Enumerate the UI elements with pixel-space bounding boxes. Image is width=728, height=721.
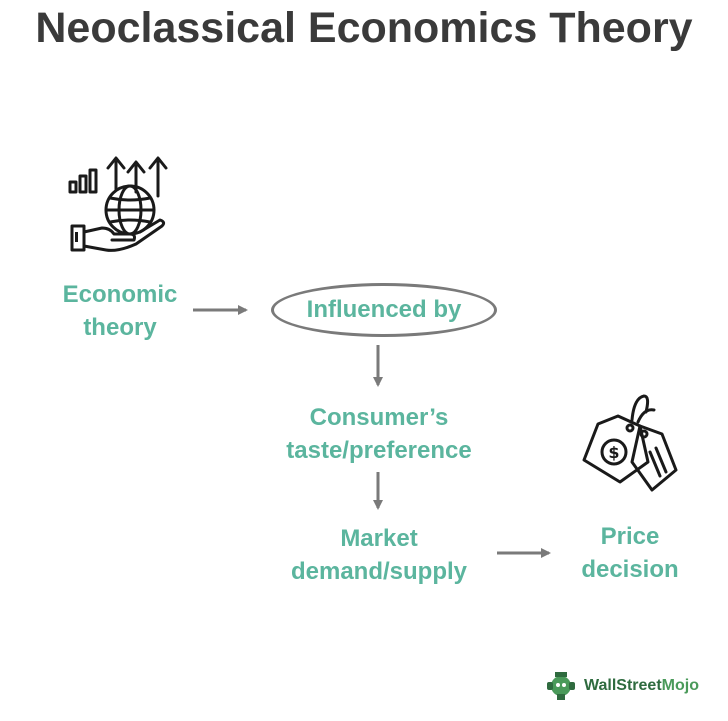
influenced-by-ellipse — [271, 283, 497, 337]
node-consumer: Consumer’s taste/preference — [259, 401, 499, 467]
globe-hand-growth-icon — [68, 156, 168, 252]
logo-brand-accent: Mojo — [661, 677, 699, 694]
node-market-line2: demand/supply — [290, 558, 468, 585]
mojo-mascot-icon — [547, 672, 575, 700]
logo-brand-main: WallStreet — [584, 677, 662, 694]
price-tag-icon: $ — [582, 394, 678, 492]
node-influenced-by: Influenced by — [271, 293, 497, 326]
page-title: Neoclassical Economics Theory — [35, 4, 693, 52]
node-economic-theory: Economic theory — [50, 278, 190, 344]
node-influenced-by-label: Influenced by — [306, 296, 462, 323]
node-price-line1: Price — [600, 523, 660, 550]
node-economic-theory-line2: theory — [83, 314, 157, 341]
svg-text:$: $ — [608, 443, 619, 462]
node-price: Price decision — [560, 520, 700, 586]
node-economic-theory-line1: Economic — [62, 281, 178, 308]
wallstreetmojo-logo: WallStreetMojo — [543, 668, 699, 704]
node-price-line2: decision — [581, 556, 679, 583]
node-consumer-line2: taste/preference — [286, 437, 472, 464]
logo-text: WallStreetMojo — [584, 677, 699, 695]
node-market-line1: Market — [340, 525, 418, 552]
node-consumer-line1: Consumer’s — [309, 404, 449, 431]
node-market: Market demand/supply — [269, 522, 489, 588]
